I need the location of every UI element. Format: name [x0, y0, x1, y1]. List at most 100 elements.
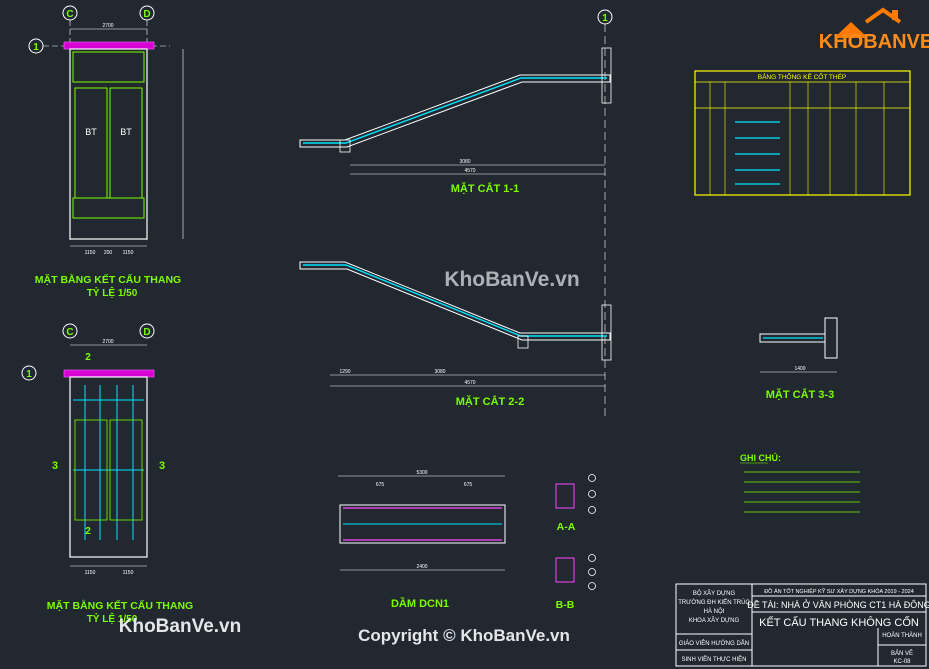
cut-2-top: 2: [85, 352, 91, 363]
flight-left-2: [74, 419, 108, 521]
dim-200-mid: 200: [104, 250, 113, 256]
plan-view-2: C D 1 2700 2 2 3 3 1150 1150 MẶT BẰNG KẾ…: [21, 323, 193, 625]
logo: KHOBANVE: [819, 7, 929, 53]
bb-section: [555, 557, 575, 583]
dim-1400-3-3: 1400: [794, 366, 805, 372]
axis-bubble-d-2: [139, 323, 155, 339]
title-block: BỘ XÂY DỰNG TRƯỜNG ĐH KIẾN TRÚC HÀ NỘI K…: [675, 583, 929, 667]
axis-1-label-2: 1: [26, 369, 32, 380]
beam-outline: [339, 504, 506, 544]
plan2-scale: TỶ LỆ 1/50: [87, 612, 138, 625]
wall-column-2: [601, 304, 612, 361]
aa-title: A-A: [557, 521, 576, 533]
school-line-2: TRƯỜNG ĐH KIẾN TRÚC: [678, 599, 750, 606]
plan1-scale: TỶ LỆ 1/50: [87, 286, 138, 299]
plan1-title: MẶT BẰNG KẾT CẤU THANG: [35, 273, 181, 286]
role-student: SINH VIÊN THỰC HIỆN: [681, 655, 746, 663]
dim-2400-beam: 2400: [416, 564, 427, 570]
aa-bubble-1: [588, 474, 596, 482]
thesis-line: ĐỒ ÁN TỐT NGHIỆP KỸ SƯ XÂY DỰNG KHÓA 201…: [764, 587, 914, 595]
rebar-table-border: [694, 70, 911, 196]
bb-title: B-B: [556, 599, 575, 611]
beam-dcn1: 5300 675 675 2400 DẦM DCN1: [338, 470, 506, 610]
section11-title: MẶT CẮT 1-1: [451, 182, 519, 195]
aa-bubble-3: [588, 506, 596, 514]
logo-chimney-icon: [892, 10, 898, 20]
watermark-copyright: Copyright © KhoBanVe.vn: [358, 626, 570, 645]
section-details-ab: A-A B-B: [555, 474, 596, 611]
logo-roof-icon: [834, 22, 868, 38]
cut-3-left: 3: [52, 460, 58, 472]
dim-3080-s11: 3080: [459, 159, 470, 165]
support-block-1: [339, 139, 351, 153]
logo-text: KHOBANVE: [819, 31, 929, 53]
axis-c-label-2: C: [66, 327, 73, 338]
dim-1150-right: 1150: [123, 250, 134, 256]
axis-1-label: 1: [33, 42, 39, 53]
plan2-title: MẶT BẰNG KẾT CẤU THANG: [47, 599, 193, 612]
plan2-outline: [69, 376, 148, 558]
status-text: HOÀN THÀNH: [882, 632, 922, 639]
aa-section: [555, 483, 575, 509]
dim-1150-left-2: 1150: [85, 570, 96, 576]
wall-3-3: [824, 317, 838, 359]
dim-1150-right-2: 1150: [123, 570, 134, 576]
lower-landing: [72, 197, 145, 219]
axis-d-label-2: D: [143, 327, 150, 338]
dim-3080-s22: 3080: [434, 369, 445, 375]
sheet-label: BẢN VẼ: [891, 650, 913, 657]
project-line: ĐỀ TÀI: NHÀ Ở VĂN PHÒNG CT1 HÀ ĐÔNG: [747, 599, 929, 610]
wall-column-1: [601, 47, 612, 104]
dim-2700-top-2: 2700: [102, 339, 113, 345]
dim-5300-beam: 5300: [416, 470, 427, 476]
flight-right-2: [109, 419, 143, 521]
support-block-2: [517, 335, 529, 349]
rebar-path-2: [303, 264, 607, 337]
sheet-number: KC-08: [893, 659, 911, 665]
wall-beam-top: [63, 41, 155, 50]
cut-2-bottom: 2: [85, 526, 91, 537]
bt-label-left: BT: [85, 127, 97, 137]
notes-title: GHI CHÚ:: [740, 452, 781, 463]
bb-bubble-3: [588, 582, 596, 590]
section-1-1: 1 3080 4570 MẶT CẮT 1-1: [299, 9, 613, 420]
plan-view-1: C D 1 2700 BT BT 1150 200 1150 MẶT BẰNG …: [28, 5, 184, 299]
axis-bubble-1-2: [21, 365, 37, 381]
axis-1-label-s11: 1: [602, 13, 608, 24]
sheet-title: KẾT CẤU THANG KHÔNG CỐN: [759, 615, 919, 629]
rebar-table-title: BẢNG THỐNG KÊ CỐT THÉP: [758, 71, 847, 81]
school-line-4: KHOA XÂY DỰNG: [689, 617, 740, 624]
aa-bubble-2: [588, 490, 596, 498]
watermark-center: KhoBanVe.vn: [444, 268, 579, 291]
role-advisor: GIÁO VIÊN HƯỚNG DẪN: [679, 639, 749, 647]
school-line-1: BỘ XÂY DỰNG: [693, 590, 736, 597]
bb-bubble-1: [588, 554, 596, 562]
dim-1290-s22: 1290: [339, 369, 350, 375]
dim-675-beam-left: 675: [376, 482, 385, 488]
dim-675-beam-right: 675: [464, 482, 473, 488]
bt-label-right: BT: [120, 127, 132, 137]
dim-4570-s11: 4570: [464, 168, 475, 174]
stair-profile-1: [299, 74, 611, 148]
dim-1150-left: 1150: [85, 250, 96, 256]
dim-4570-s22: 4570: [464, 380, 475, 386]
bb-bubble-2: [588, 568, 596, 576]
axis-c-label: C: [66, 9, 73, 20]
axis-bubble-c-2: [62, 323, 78, 339]
section22-title: MẶT CẮT 2-2: [456, 395, 524, 408]
beam-title: DẦM DCN1: [391, 597, 449, 610]
dim-2700-top: 2700: [102, 23, 113, 29]
watermark-bottom-left: KhoBanVe.vn: [119, 616, 241, 637]
stair-profile-2: [299, 261, 611, 341]
landing-slab: [72, 51, 145, 83]
cut-3-right: 3: [159, 460, 165, 472]
section-3-3: 1400 MẶT CẮT 3-3: [759, 317, 838, 401]
axis-d-label: D: [143, 9, 150, 20]
school-line-3: HÀ NỘI: [704, 608, 725, 615]
notes: GHI CHÚ:: [740, 452, 860, 513]
plan-outline: [69, 48, 148, 240]
rebar-path-1: [303, 77, 607, 144]
wall-beam-top-2: [63, 369, 155, 378]
title-block-border: [675, 583, 927, 667]
